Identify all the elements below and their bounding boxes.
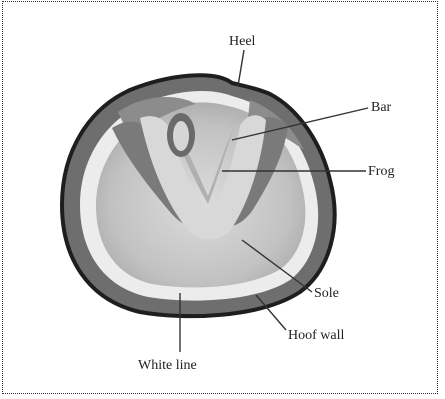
central-sulcus-inner [173,121,189,151]
label-heel: Heel [229,34,255,50]
label-bar: Bar [371,100,391,116]
heel-leader [238,50,244,86]
label-frog: Frog [368,164,394,180]
label-white-line: White line [138,358,197,374]
label-hoof-wall: Hoof wall [288,328,344,344]
label-sole: Sole [314,286,339,302]
